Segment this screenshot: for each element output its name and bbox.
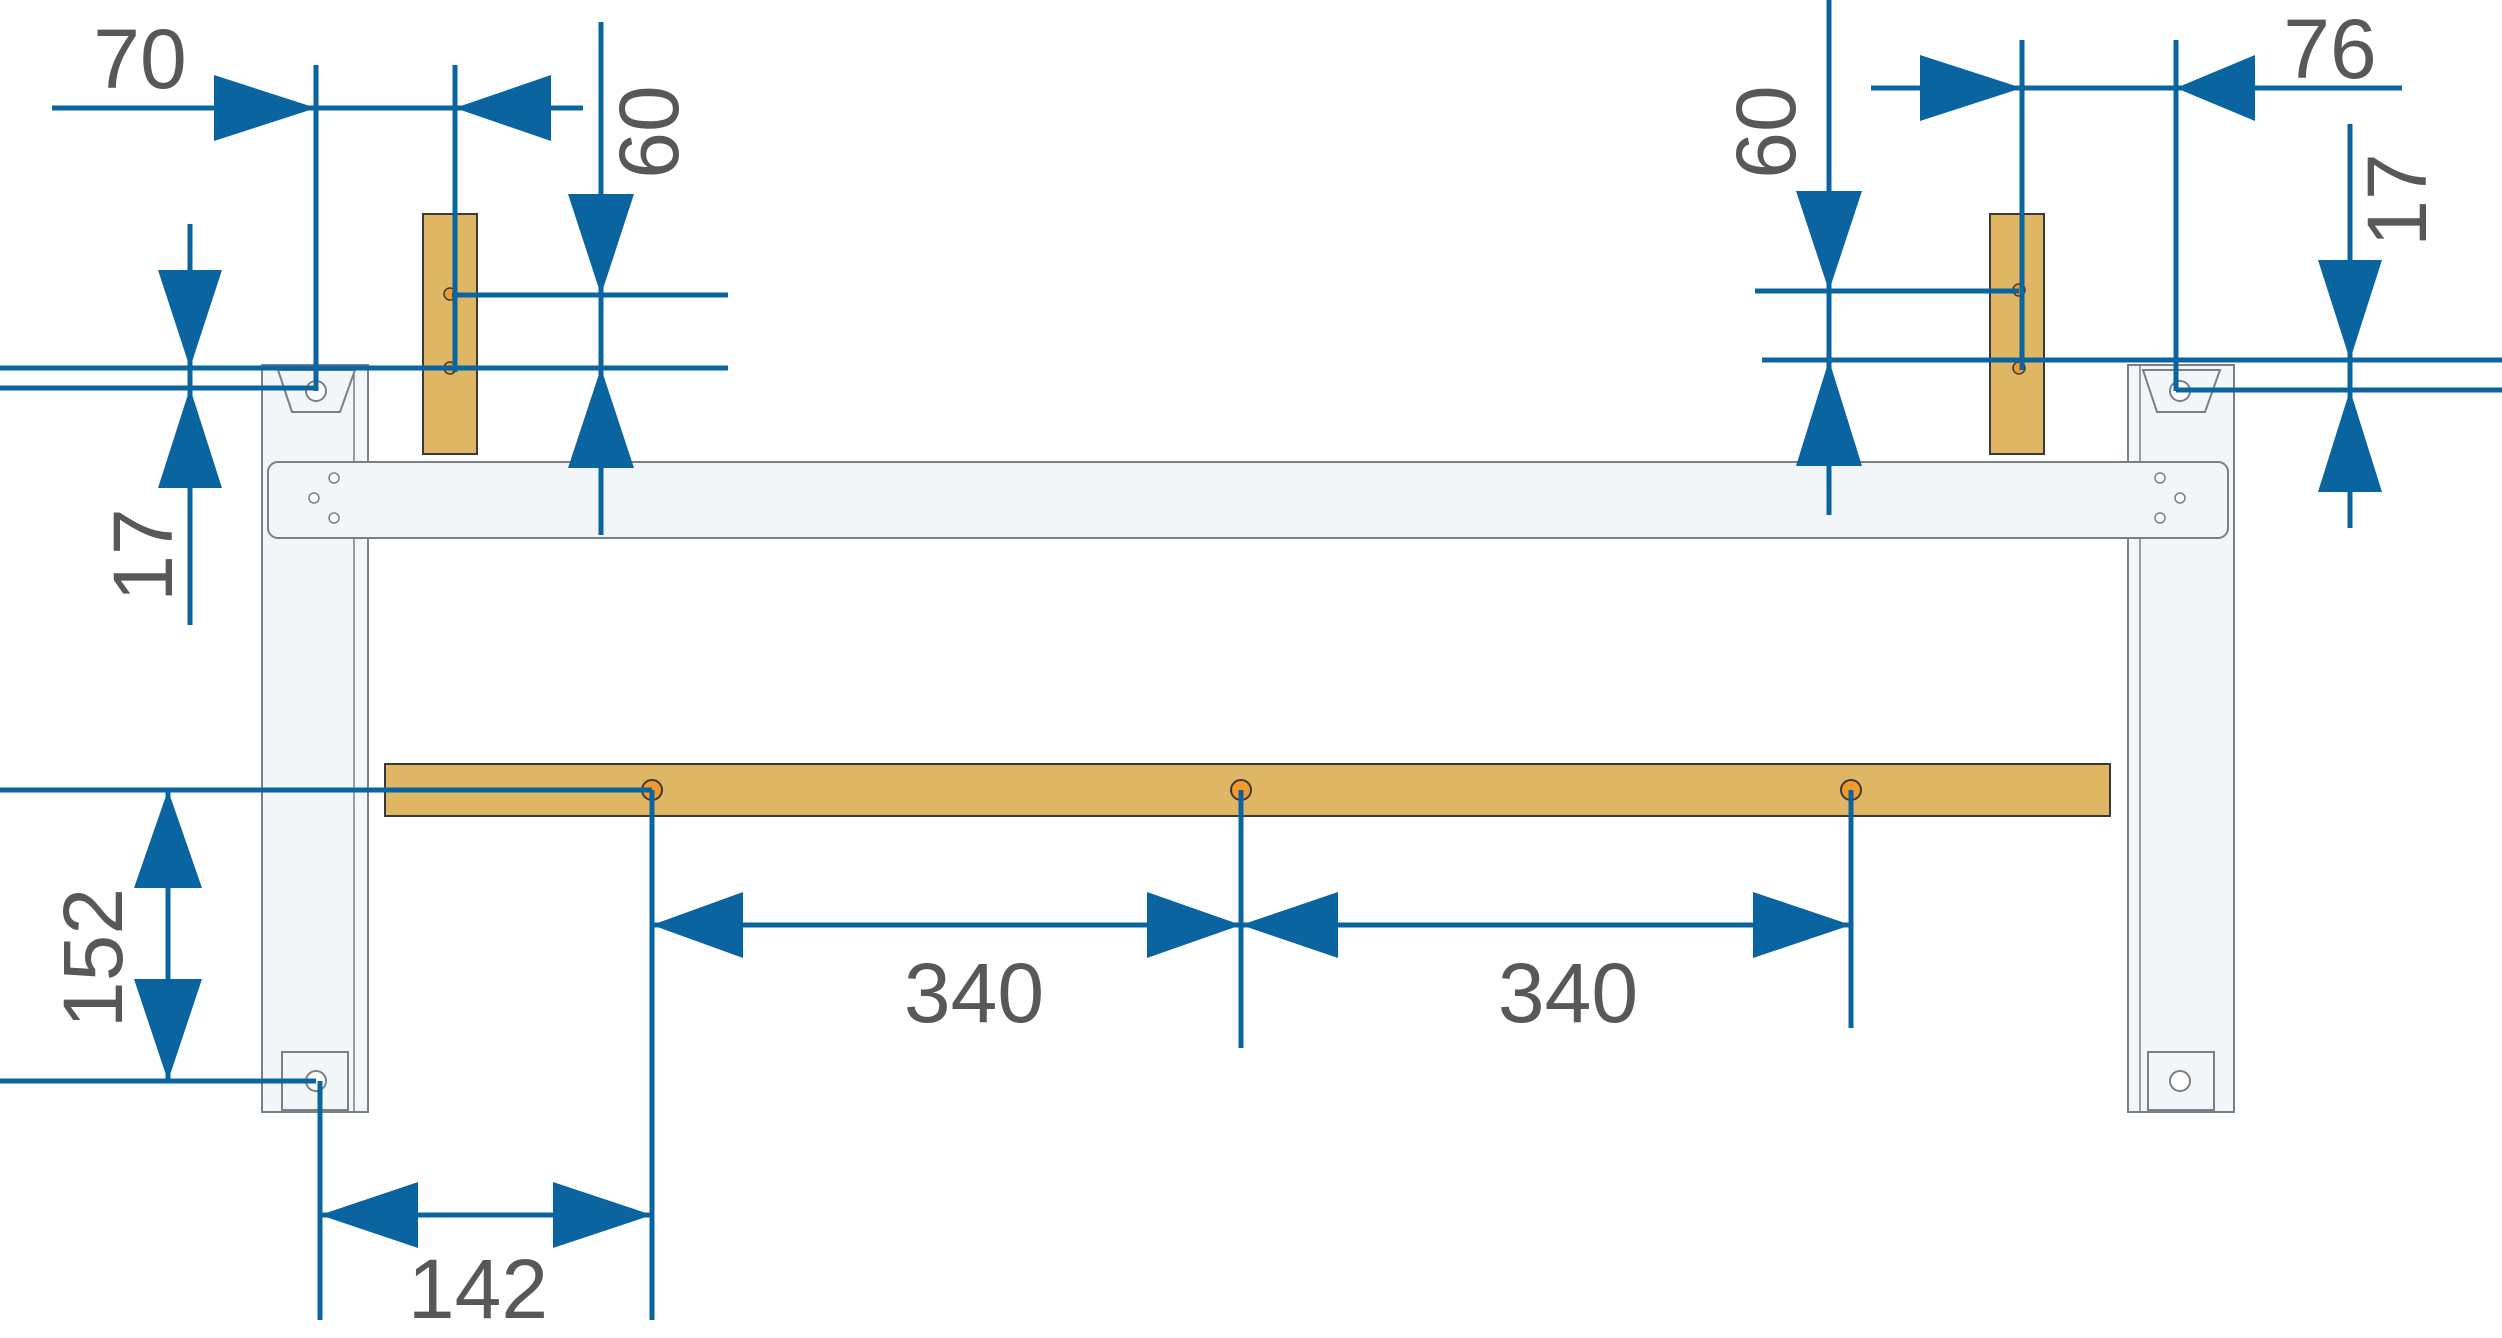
dim-label-right-vertical: 17 xyxy=(2350,153,2444,246)
dim-label-top-left-horizontal: 70 xyxy=(93,12,186,106)
beam-hole xyxy=(308,492,320,504)
wood-block-right xyxy=(1989,213,2045,455)
cross-beam xyxy=(267,461,2229,539)
beam-hole xyxy=(2154,512,2166,524)
wood-parts xyxy=(384,213,2111,817)
dimension-labels: 70 60 17 60 76 17 152 142 340 340 xyxy=(46,2,2444,1336)
dim-label-left-vertical: 17 xyxy=(96,508,190,601)
dim-label-span-1: 340 xyxy=(904,946,1044,1040)
dim-label-bottom-left-vertical: 152 xyxy=(46,888,140,1028)
arrowheads xyxy=(134,55,2382,1248)
dim-label-top-left-vertical: 60 xyxy=(602,85,696,178)
dim-label-span-2: 340 xyxy=(1498,946,1638,1040)
dim-label-bottom-left-horizontal: 142 xyxy=(408,1242,548,1336)
beam-hole xyxy=(328,512,340,524)
beam-hole xyxy=(328,472,340,484)
plate-hole-bottom-right xyxy=(2169,1070,2191,1092)
beam-hole xyxy=(2174,492,2186,504)
beam-holes xyxy=(308,472,2186,524)
wood-block-left xyxy=(422,213,478,455)
dim-label-top-right-horizontal: 76 xyxy=(2283,2,2376,96)
dim-label-top-right-vertical: 60 xyxy=(1719,85,1813,178)
steel-frame xyxy=(261,364,2235,1113)
beam-hole xyxy=(2154,472,2166,484)
